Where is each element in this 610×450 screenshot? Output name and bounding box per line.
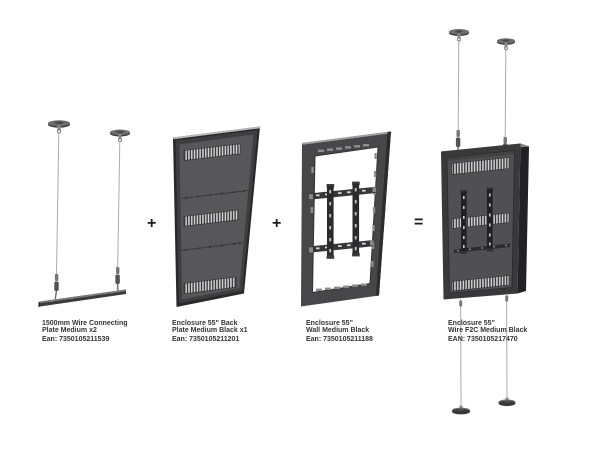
product-name-line: Wire F2C Medium Black (448, 327, 528, 335)
vesa-vertical-rail (460, 190, 468, 254)
hanging-wire (457, 40, 460, 131)
product-ean: Ean: 7350105211539 (42, 335, 110, 343)
hanging-wire (56, 132, 60, 275)
ceiling-anchor-disc (110, 129, 130, 142)
enclosure-side-edge (517, 143, 529, 294)
ceiling-anchor-disc (449, 29, 469, 42)
wire-turnbuckle (54, 274, 59, 300)
product-ean: EAN: 7350105217470 (448, 335, 518, 343)
product-name-line: Enclosure 55" Back (172, 320, 238, 327)
frame-slots (310, 144, 377, 291)
product-name-line: Enclosure 55" (306, 320, 353, 327)
wire-adjuster (459, 300, 463, 307)
connecting-plate-bar (38, 289, 126, 308)
plus-operator: + (147, 215, 157, 232)
vent-grille (451, 157, 510, 175)
product-name-line: Plate Medium x2 (42, 327, 97, 335)
vesa-vertical-rail (326, 184, 335, 259)
product-name-line: Enclosure 55" (448, 320, 495, 327)
vesa-vertical-rail (352, 181, 360, 257)
illustration-wire-connecting-plate (38, 120, 130, 308)
vesa-vertical-rail (486, 187, 494, 252)
hanging-wire (117, 141, 121, 268)
floor-anchor-disc (498, 397, 516, 407)
product-ean: Ean: 7350105211201 (172, 335, 240, 343)
floor-anchor-disc (452, 405, 470, 415)
product-label: 1500mm Wire Connecting Plate Medium x2 E… (42, 320, 162, 343)
equals-operator: = (414, 214, 424, 231)
panel-seam-screws (180, 242, 244, 251)
vent-grille (183, 143, 241, 161)
frame-opening (311, 146, 379, 294)
back-plate-top-bevel (173, 126, 261, 140)
vesa-horizontal-rail (309, 186, 376, 200)
vent-grille (451, 275, 510, 292)
wire-turnbuckle (455, 130, 461, 153)
product-ean: Ean: 7350105211188 (306, 335, 373, 343)
product-name-line: Plate Medium Black x1 (172, 327, 248, 335)
product-label: Enclosure 55" Wire F2C Medium Black EAN:… (448, 320, 568, 343)
panel-seam-screws (180, 190, 249, 199)
ceiling-anchor-disc (48, 120, 70, 134)
illustration-wall-frame (301, 131, 392, 307)
enclosure-inner-shadow (447, 150, 515, 161)
bracket-cross-bar (454, 243, 510, 253)
wire-adjuster (505, 295, 509, 302)
frame-right-edge (375, 131, 391, 296)
vent-grille (183, 209, 239, 227)
frame-top-bevel (302, 131, 392, 145)
ceiling-anchor-disc (497, 38, 515, 51)
illustration-back-plate (173, 126, 261, 307)
illustration-assembled-enclosure (441, 29, 529, 415)
product-label: Enclosure 55" Wall Medium Black Ean: 735… (306, 320, 426, 343)
wire-turnbuckle (115, 267, 120, 291)
plus-operator: + (272, 215, 282, 232)
product-name-line: Wall Medium Black (306, 327, 370, 335)
product-name-line: 1500mm Wire Connecting (42, 320, 128, 327)
product-label: Enclosure 55" Back Plate Medium Black x1… (172, 320, 292, 343)
vent-grille (183, 276, 237, 295)
hanging-wire (504, 49, 507, 138)
